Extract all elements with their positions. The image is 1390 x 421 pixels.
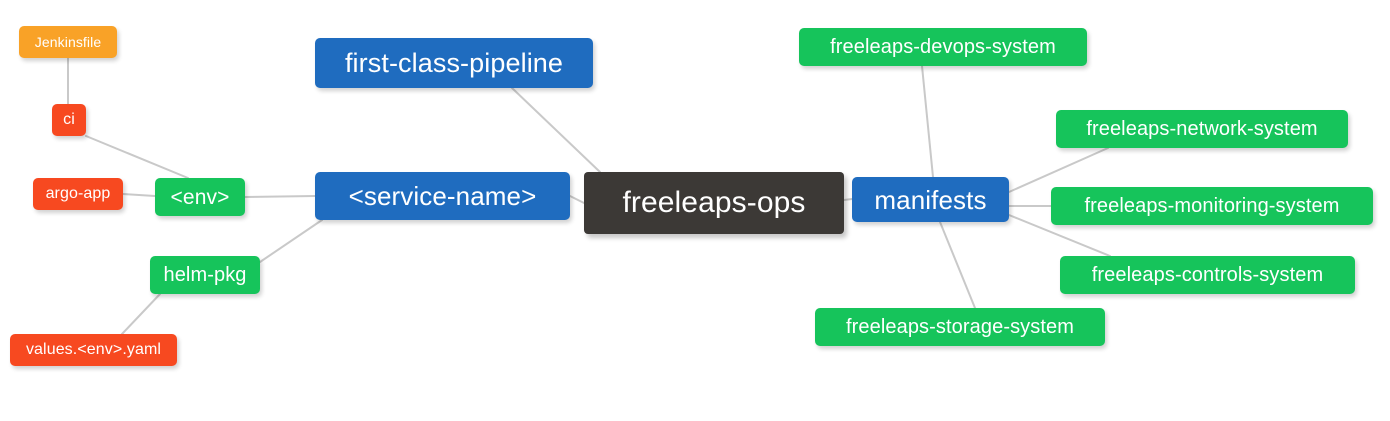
node-network[interactable]: freeleaps-network-system bbox=[1056, 110, 1348, 148]
edge-manifests-to-storage bbox=[939, 221, 976, 309]
node-storage[interactable]: freeleaps-storage-system bbox=[815, 308, 1105, 346]
node-monitoring[interactable]: freeleaps-monitoring-system bbox=[1051, 187, 1373, 225]
node-ci[interactable]: ci bbox=[52, 104, 86, 136]
edge-helmpkg-to-valuesyaml bbox=[121, 293, 161, 335]
edge-service-to-env bbox=[244, 195, 316, 198]
node-service[interactable]: <service-name> bbox=[315, 172, 570, 220]
node-manifests[interactable]: manifests bbox=[852, 177, 1009, 222]
node-jenkinsfile[interactable]: Jenkinsfile bbox=[19, 26, 117, 58]
edge-env-to-ci bbox=[85, 135, 189, 179]
edge-manifests-to-network bbox=[1008, 147, 1109, 193]
node-controls[interactable]: freeleaps-controls-system bbox=[1060, 256, 1355, 294]
node-root[interactable]: freeleaps-ops bbox=[584, 172, 844, 234]
node-argoapp[interactable]: argo-app bbox=[33, 178, 123, 210]
edge-service-to-helmpkg bbox=[259, 219, 323, 263]
edge-manifests-to-devops bbox=[921, 65, 934, 178]
node-valuesyaml[interactable]: values.<env>.yaml bbox=[10, 334, 177, 366]
node-env[interactable]: <env> bbox=[155, 178, 245, 216]
edge-root-to-service bbox=[569, 195, 585, 204]
node-devops[interactable]: freeleaps-devops-system bbox=[799, 28, 1087, 66]
node-pipeline[interactable]: first-class-pipeline bbox=[315, 38, 593, 88]
edge-root-to-manifests bbox=[843, 198, 853, 201]
edge-root-to-pipeline bbox=[511, 87, 601, 173]
edge-env-to-argoapp bbox=[122, 193, 156, 197]
node-helmpkg[interactable]: helm-pkg bbox=[150, 256, 260, 294]
